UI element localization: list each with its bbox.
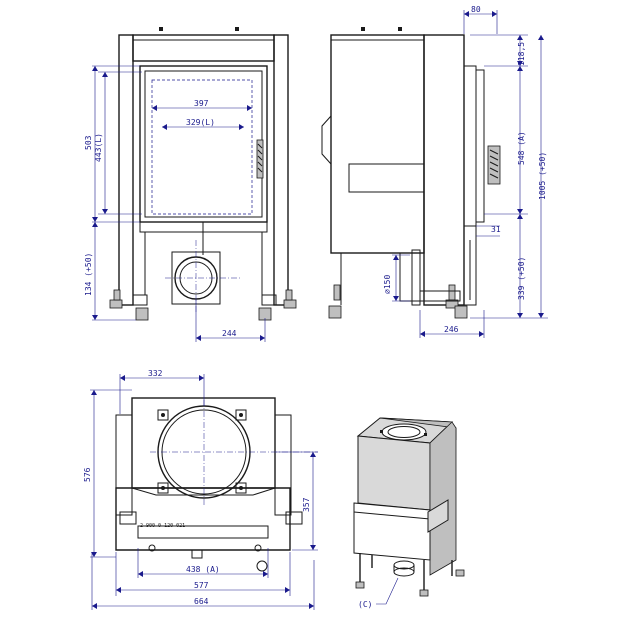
top-plate-text: 2 900 0 120 021 <box>140 523 185 529</box>
top-view: 2 900 0 120 021 332 576 357 438 (A) 577 … <box>83 369 318 610</box>
side-handle <box>348 163 425 193</box>
dim-front-134: 134 (+50) <box>84 253 93 296</box>
front-left-side-panel <box>118 34 134 306</box>
dim-top-577: 577 <box>194 581 209 590</box>
top-body-upper <box>131 397 276 489</box>
dim-front-397: 397 <box>194 99 209 108</box>
iso-door-face <box>353 502 431 561</box>
iso-right-face <box>429 421 457 576</box>
dim-side-1005: 1005 (+50) <box>538 152 547 200</box>
dim-top-664: 664 <box>194 597 209 606</box>
side-left-foot <box>328 305 342 319</box>
dim-side-246: 246 <box>444 325 459 334</box>
iso-front-face <box>357 435 431 511</box>
front-right-side-panel <box>273 34 289 306</box>
dim-side-150: ⌀150 <box>383 275 392 294</box>
iso-callout-c: (C) <box>358 600 372 609</box>
front-left-foot <box>135 307 149 321</box>
dim-front-443: 443(L) <box>94 133 103 162</box>
dim-side-31: 31 <box>491 225 501 234</box>
dim-side-80: 80 <box>471 5 481 14</box>
dim-top-438: 438 (A) <box>186 565 220 574</box>
dim-front-244: 244 <box>222 329 237 338</box>
dim-top-357: 357 <box>302 497 311 512</box>
dim-top-576: 576 <box>83 467 92 482</box>
side-view: 80 118,5 548 (A) 339 (+50) 1005 (+50) 31… <box>321 5 548 338</box>
front-view: 397 329(L) 503 443(L) 134 (+50) 244 <box>84 27 297 342</box>
front-top-hood <box>132 34 275 62</box>
side-right-foot <box>454 305 468 319</box>
dim-top-332: 332 <box>148 369 163 378</box>
dim-side-548: 548 (A) <box>517 131 526 165</box>
side-door-profile <box>423 34 465 306</box>
front-glass-outline <box>151 79 253 215</box>
dim-side-339: 339 (+50) <box>517 257 526 300</box>
dim-front-503: 503 <box>84 135 93 150</box>
side-main-body <box>330 34 425 254</box>
iso-view: (C) <box>353 417 465 609</box>
front-door-frame <box>139 65 268 223</box>
dim-front-329: 329(L) <box>186 118 215 127</box>
front-door-latch <box>256 139 264 179</box>
dim-side-118: 118,5 <box>517 42 526 66</box>
